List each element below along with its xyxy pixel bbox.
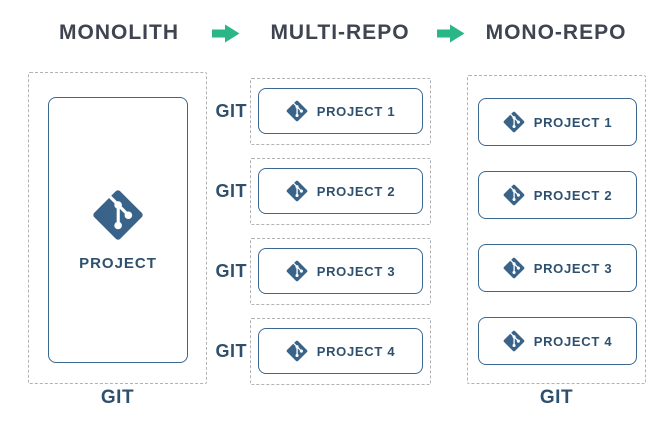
monolith-project-box: PROJECT bbox=[48, 97, 188, 363]
project-label: PROJECT 4 bbox=[533, 333, 613, 349]
arrow-right-icon bbox=[437, 24, 465, 43]
mono-repo-project-box-3: PROJECT 3 bbox=[478, 244, 637, 292]
git-icon bbox=[286, 260, 308, 282]
git-icon bbox=[503, 257, 525, 279]
monolith-git-label: GIT bbox=[100, 387, 135, 408]
stage-title-multi-repo: MULTI-REPO bbox=[270, 21, 410, 44]
multi-repo-project-box-2: PROJECT 2 bbox=[258, 168, 423, 214]
stage-title-mono-repo: MONO-REPO bbox=[485, 21, 627, 44]
project-label: PROJECT 2 bbox=[316, 183, 396, 199]
project-label: PROJECT 1 bbox=[316, 103, 396, 119]
git-icon bbox=[503, 111, 525, 133]
git-icon bbox=[93, 189, 143, 240]
project-label: PROJECT 1 bbox=[533, 114, 613, 130]
git-icon bbox=[286, 340, 308, 362]
multi-repo-git-label-1: GIT bbox=[215, 101, 247, 121]
multi-repo-project-box-1: PROJECT 1 bbox=[258, 88, 423, 134]
multi-repo-git-label-4: GIT bbox=[215, 341, 247, 361]
stage-title-monolith: MONOLITH bbox=[59, 21, 179, 44]
multi-repo-project-box-3: PROJECT 3 bbox=[258, 248, 423, 294]
mono-repo-git-label: GIT bbox=[539, 387, 574, 408]
git-icon bbox=[503, 330, 525, 352]
arrow-right-icon bbox=[212, 24, 240, 43]
git-icon bbox=[286, 180, 308, 202]
mono-repo-project-box-2: PROJECT 2 bbox=[478, 171, 637, 219]
mono-repo-project-box-4: PROJECT 4 bbox=[478, 317, 637, 365]
project-label: PROJECT 2 bbox=[533, 187, 613, 203]
project-label: PROJECT 3 bbox=[533, 260, 613, 276]
multi-repo-project-box-4: PROJECT 4 bbox=[258, 328, 423, 374]
git-icon bbox=[286, 100, 308, 122]
project-label: PROJECT 4 bbox=[316, 343, 396, 359]
multi-repo-git-label-2: GIT bbox=[215, 181, 247, 201]
git-icon bbox=[503, 184, 525, 206]
project-label: PROJECT 3 bbox=[316, 263, 396, 279]
mono-repo-project-box-1: PROJECT 1 bbox=[478, 98, 637, 146]
multi-repo-git-label-3: GIT bbox=[215, 261, 247, 281]
project-label: PROJECT bbox=[79, 254, 157, 272]
